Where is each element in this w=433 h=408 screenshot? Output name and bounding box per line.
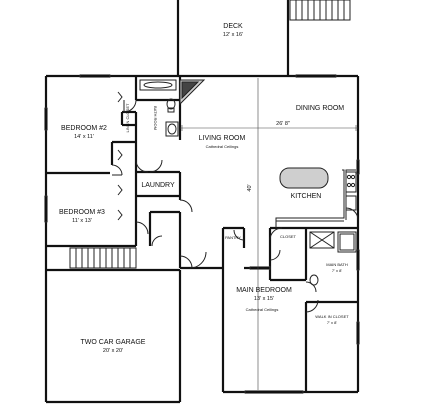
main-bath-size: 7' x 8' bbox=[332, 268, 342, 273]
living-room-label: LIVING ROOM bbox=[199, 135, 246, 142]
garage-size: 20' x 20' bbox=[103, 348, 123, 354]
doors bbox=[111, 91, 359, 313]
main-bath-label: MAIN BATH bbox=[326, 262, 348, 267]
bath-fixtures bbox=[139, 79, 357, 286]
walk-in-closet-label: WALK IN CLOSET bbox=[315, 314, 349, 319]
interior-walls bbox=[46, 76, 358, 392]
kitchen-fixtures bbox=[275, 167, 357, 228]
walk-in-closet-size: 7' x 8' bbox=[327, 320, 337, 325]
living-room-dimension: 26' 8" bbox=[276, 121, 290, 127]
bedroom-2-size: 14' x 11' bbox=[74, 134, 94, 140]
garage-stairs bbox=[69, 247, 137, 269]
linen-closet-label: LINEN CLOSET bbox=[125, 103, 130, 132]
garage-label: TWO CAR GARAGE bbox=[81, 339, 146, 346]
bedroom-2-label: BEDROOM #2 bbox=[61, 125, 107, 132]
house-depth-dimension: 40' bbox=[247, 184, 253, 191]
deck-stairs bbox=[289, 0, 351, 21]
closet-label: CLOSET bbox=[280, 234, 297, 239]
deck-label: DECK bbox=[223, 23, 243, 30]
dimension-lines bbox=[180, 78, 358, 390]
kitchen-label: KITCHEN bbox=[291, 193, 322, 200]
pantry-label: PANTRY bbox=[225, 235, 241, 240]
living-room-note: Cathedral Ceilings bbox=[206, 144, 239, 149]
windows bbox=[44, 74, 360, 394]
exterior-walls bbox=[44, 0, 360, 404]
deck-size: 12' x 16' bbox=[223, 32, 243, 38]
main-bedroom-size: 13' x 15' bbox=[254, 296, 274, 302]
bedroom-3-label: BEDROOM #3 bbox=[59, 209, 105, 216]
bedroom-3-size: 11' x 13' bbox=[72, 218, 92, 224]
laundry-label: LAUNDRY bbox=[141, 182, 175, 189]
bath-room-label: BATH ROOM bbox=[153, 106, 158, 130]
main-bedroom-label: MAIN BEDROOM bbox=[236, 287, 292, 294]
main-bedroom-note: Cathedral Ceilings bbox=[246, 307, 279, 312]
dining-room-label: DINING ROOM bbox=[296, 105, 344, 112]
